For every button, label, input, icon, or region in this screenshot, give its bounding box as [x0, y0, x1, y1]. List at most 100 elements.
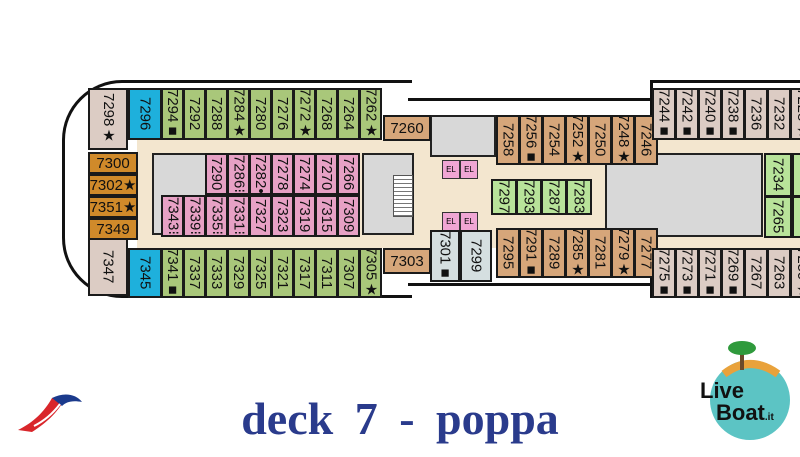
cabin-stone-top[interactable]: 7228★: [790, 88, 800, 140]
cabin-number: 7238■: [724, 88, 742, 140]
cabin-green-bottom[interactable]: 7311: [315, 248, 338, 298]
stairs-icon: [393, 175, 413, 217]
liveboat-logo: Live Boat.it: [700, 341, 790, 440]
cabin-tan-bottom[interactable]: 7295: [496, 228, 520, 278]
cabin-pink-bottom[interactable]: 7327: [249, 195, 272, 237]
cabin-pink-top[interactable]: 7286⁝: [227, 153, 250, 195]
cabin-mid-green[interactable]: 7287: [541, 179, 567, 215]
cabin-green-top[interactable]: 7268: [315, 88, 338, 140]
cabin-mid-green[interactable]: 7297: [491, 179, 517, 215]
cabin-number: 7250: [591, 123, 609, 157]
cabin-green-top[interactable]: 7288: [205, 88, 228, 140]
cabin-aft-stern[interactable]: 7300: [88, 152, 138, 174]
cabin-stone-bottom[interactable]: 7271■: [698, 248, 722, 298]
cabin-green-top[interactable]: 7262★: [359, 88, 382, 140]
cabin-pink-top[interactable]: 7270: [315, 153, 338, 195]
cabin-blue-grey[interactable]: 7299: [460, 230, 492, 282]
cabin-pink-bottom[interactable]: 7331⁝: [227, 195, 250, 237]
cabin-pink-top[interactable]: 7274: [293, 153, 316, 195]
cabin-stone-top[interactable]: 7242■: [675, 88, 699, 140]
cabin-number: 7311: [318, 256, 335, 290]
cabin-stone-bottom[interactable]: 7269■: [721, 248, 745, 298]
cabin-number: 7307: [340, 256, 357, 290]
cabin-stone-top[interactable]: 7240■: [698, 88, 722, 140]
cabin-number: 7295: [499, 236, 517, 270]
cabin-number: 7282•: [252, 154, 269, 194]
cabin-stone-bottom[interactable]: 7263: [767, 248, 791, 298]
cabin-aft-stern[interactable]: 7349: [88, 218, 138, 240]
cabin-tan-top[interactable]: 7250: [588, 115, 612, 165]
cabin-pink-bottom[interactable]: 7335⁝: [205, 195, 228, 237]
cabin-stone-bottom[interactable]: 7273■: [675, 248, 699, 298]
cabin-number: 7331⁝: [230, 196, 248, 236]
cabin-right-green[interactable]: 7265: [764, 196, 792, 238]
cabin-green-bottom[interactable]: 7325: [249, 248, 272, 298]
cabin-green-top[interactable]: 7276: [271, 88, 294, 140]
cabin-tan-top[interactable]: 7258: [496, 115, 520, 165]
cabin-tan-top[interactable]: 7256■: [519, 115, 543, 165]
cabin-tan-bottom[interactable]: 7281: [588, 228, 612, 278]
cabin-green-top[interactable]: 7294■: [161, 88, 184, 140]
cabin-right-green[interactable]: 7234: [764, 153, 792, 197]
cabin-green-bottom[interactable]: 7329: [227, 248, 250, 298]
cabin-green-top[interactable]: 7264: [337, 88, 360, 140]
cabin-green-top[interactable]: 7284★: [227, 88, 250, 140]
cabin-green-bottom[interactable]: 7307: [337, 248, 360, 298]
carnival-logo: [18, 394, 82, 432]
cabin-number: 7298★: [100, 93, 117, 145]
cabin-green-top[interactable]: 7280: [249, 88, 272, 140]
cabin-pink-bottom[interactable]: 7323: [271, 195, 294, 237]
cabin-pink-bottom[interactable]: 7309: [337, 195, 360, 237]
cabin-green-top[interactable]: 7292: [183, 88, 206, 140]
cabin-aft-bottom[interactable]: 7347: [88, 238, 128, 296]
deck-title: deck 7 - poppa: [241, 393, 559, 444]
cabin-aft-stern[interactable]: 7351★: [88, 196, 138, 218]
cabin-green-bottom[interactable]: 7337: [183, 248, 206, 298]
cabin-stone-bottom[interactable]: 7259★: [790, 248, 800, 298]
cabin-pink-bottom[interactable]: 7339⁝: [183, 195, 206, 237]
cabin-tan-bottom[interactable]: 7279★: [611, 228, 635, 278]
cabin-number: 7333: [208, 256, 225, 290]
cabin-green-bottom[interactable]: 7333: [205, 248, 228, 298]
cabin-green-bottom[interactable]: 7341■: [161, 248, 184, 298]
cabin-blue-grey[interactable]: 7301■: [430, 230, 460, 282]
cabin-stone-top[interactable]: 7232: [767, 88, 791, 140]
cabin-cyan-top[interactable]: 7296: [128, 88, 162, 140]
cabin-green-bottom[interactable]: 7317: [293, 248, 316, 298]
cabin-pink-top[interactable]: 7278: [271, 153, 294, 195]
cabin-aft-top[interactable]: 7298★: [88, 88, 128, 150]
cabin-pink-bottom[interactable]: 7343⁝: [161, 195, 184, 237]
cabin-pink-bottom[interactable]: 7315: [315, 195, 338, 237]
cabin-stone-top[interactable]: 7236: [744, 88, 768, 140]
cabin-pink-top[interactable]: 7290: [205, 153, 228, 195]
cabin-cyan-bottom[interactable]: 7345: [128, 248, 162, 298]
cabin-pink-top[interactable]: 7266: [337, 153, 360, 195]
cabin-number: 7263: [770, 256, 788, 290]
cabin-right-green[interactable]: 7230•: [792, 153, 800, 197]
cabin-tan-bottom[interactable]: 7289: [542, 228, 566, 278]
cabin-tan-top[interactable]: 7254: [542, 115, 566, 165]
cabin-green-top[interactable]: 7272★: [293, 88, 316, 140]
cabin-stone-bottom[interactable]: 7267: [744, 248, 768, 298]
cabin-mid-green[interactable]: 7283: [566, 179, 592, 215]
cabin-stone-top[interactable]: 7238■: [721, 88, 745, 140]
cabin-green-bottom[interactable]: 7305★: [359, 248, 382, 298]
cabin-tan-single[interactable]: 7260: [383, 115, 431, 141]
cabin-number: 7279★: [615, 228, 632, 278]
cabin-stone-top[interactable]: 7244■: [652, 88, 676, 140]
cabin-tan-bottom[interactable]: 7291■: [519, 228, 543, 278]
cabin-tan-top[interactable]: 7252★: [565, 115, 589, 165]
cabin-pink-top[interactable]: 7282•: [249, 153, 272, 195]
cabin-right-green[interactable]: 7261•: [792, 196, 800, 238]
cabin-number: 7323: [274, 199, 291, 233]
cabin-number: 7234: [769, 158, 787, 192]
cabin-pink-bottom[interactable]: 7319: [293, 195, 316, 237]
cabin-stone-bottom[interactable]: 7275■: [652, 248, 676, 298]
cabin-tan-bottom[interactable]: 7285★: [565, 228, 589, 278]
cabin-tan-top[interactable]: 7248★: [611, 115, 635, 165]
cabin-aft-stern[interactable]: 7302★: [88, 174, 138, 196]
cabin-tan-single[interactable]: 7303: [383, 248, 431, 274]
atrium-void: [605, 153, 763, 237]
cabin-green-bottom[interactable]: 7321: [271, 248, 294, 298]
cabin-mid-green[interactable]: 7293: [516, 179, 542, 215]
